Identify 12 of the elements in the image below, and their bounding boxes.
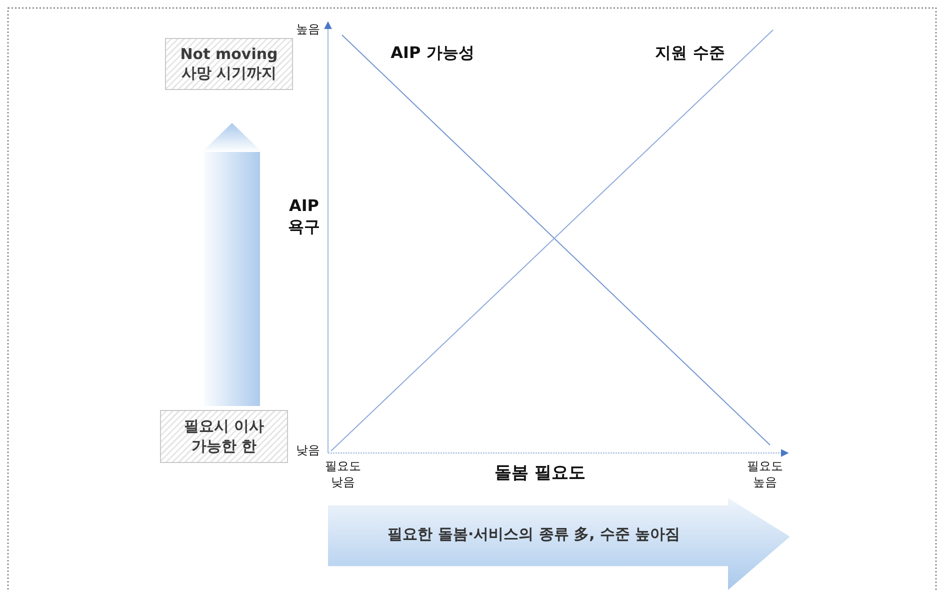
line-label: AIP 가능성 [390,43,476,64]
axis-title: AIP 욕구 [287,196,321,238]
axis-tick-label: 필요도 낮음 [324,459,362,490]
axis-tick-label: 낮음 [295,443,321,459]
hatched-box: Not moving 사망 시기까지 [165,38,293,90]
up-arrow [202,123,262,406]
line-label: 지원 수준 [654,43,726,64]
hatched-box: 필요시 이사 가능한 한 [160,410,288,463]
axis-title: 돌봄 필요도 [494,462,586,484]
arrow-text: 필요한 돌봄·서비스의 종류 多, 수준 높아짐 [386,524,682,544]
axis-tick-label: 필요도 높음 [746,459,784,490]
axis-tick-label: 높음 [295,22,321,38]
